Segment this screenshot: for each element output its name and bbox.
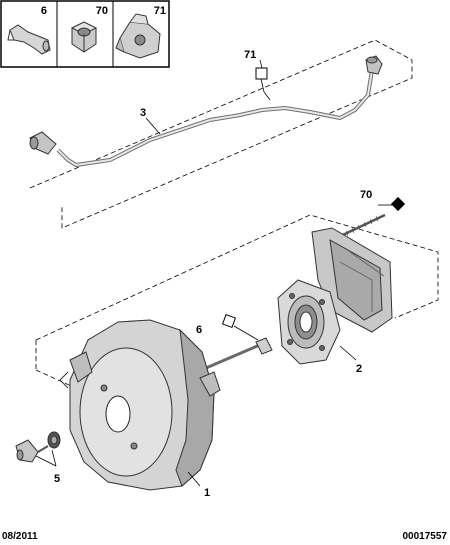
legend-clip-icon [7, 24, 51, 55]
callout-pipe-3: 3 [140, 107, 146, 119]
brake-booster [59, 319, 221, 491]
callout-support-2: 2 [356, 363, 362, 375]
callout-clip-5: 5 [54, 473, 60, 485]
legend-clip-nut-icon [115, 13, 161, 59]
push-rod [205, 337, 273, 370]
booster-support [277, 213, 393, 365]
legend-box: 6 70 71 [0, 0, 170, 68]
callout-fastener-6: 6 [196, 324, 202, 336]
callout-booster-1: 1 [204, 487, 210, 499]
legend-number-71: 71 [154, 5, 166, 17]
leader-lines [35, 59, 357, 487]
fastener-71-marker [255, 67, 271, 101]
brake-pipe [29, 55, 383, 168]
legend-number-6: 6 [41, 5, 47, 17]
legend-nut-icon [70, 21, 98, 53]
callout-fastener-70: 70 [360, 189, 372, 201]
fastener-6-marker [221, 313, 259, 341]
legend-number-70: 70 [96, 5, 108, 17]
footer-code: 00017557 [402, 531, 448, 542]
fastener-70-marker [378, 196, 406, 212]
callout-fastener-71: 71 [244, 49, 256, 61]
clip-5-parts [15, 431, 61, 463]
footer-date: 08/2011 [2, 531, 38, 542]
